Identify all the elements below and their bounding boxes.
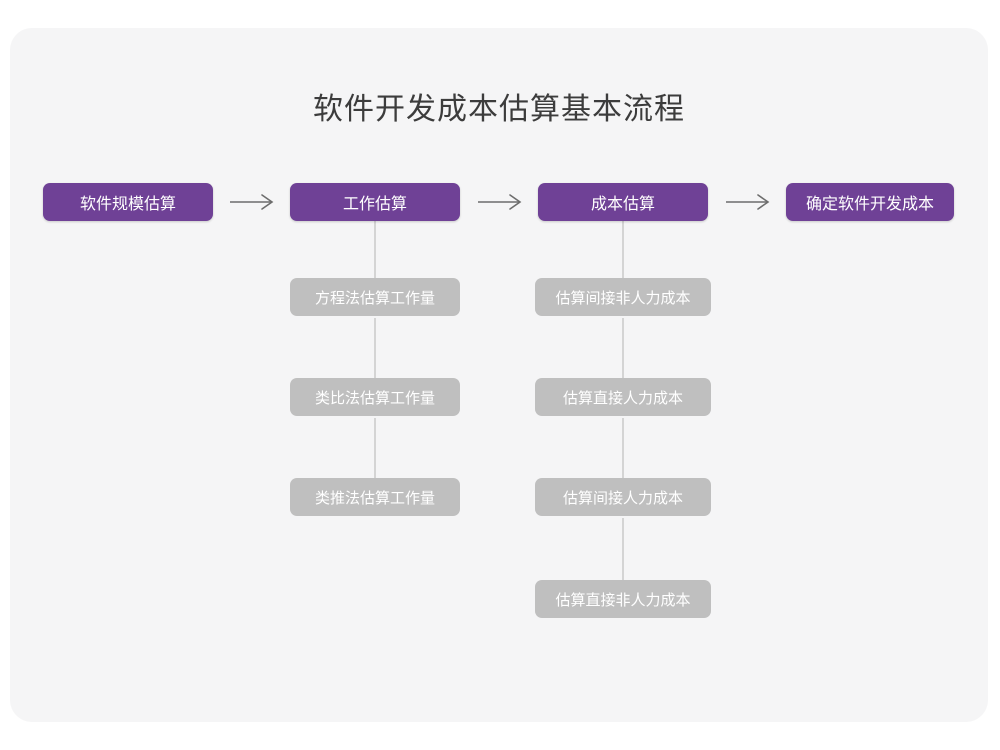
stage-node-cost-estimation[interactable]: 成本估算 xyxy=(538,183,708,221)
connector-work-1 xyxy=(374,218,376,308)
right-arrow-icon xyxy=(478,194,522,210)
substep-node-label: 估算间接人力成本 xyxy=(562,489,683,507)
substep-node-label: 估算直接非人力成本 xyxy=(555,591,691,609)
connector-work-3 xyxy=(374,418,376,508)
substep-node-work-2[interactable]: 类比法估算工作量 xyxy=(290,378,460,416)
substep-node-cost-3[interactable]: 估算间接人力成本 xyxy=(535,478,711,516)
stage-node-label: 工作估算 xyxy=(342,196,407,213)
substep-node-label: 类推法估算工作量 xyxy=(314,489,435,507)
arrow-stage2-to-stage3 xyxy=(476,189,528,215)
stage-node-label: 成本估算 xyxy=(590,196,655,213)
arrow-stage3-to-stage4 xyxy=(724,189,776,215)
substep-node-label: 估算间接非人力成本 xyxy=(555,289,691,307)
stage-node-label: 软件规模估算 xyxy=(79,196,176,213)
substep-node-label: 类比法估算工作量 xyxy=(314,389,435,407)
arrow-stage1-to-stage2 xyxy=(228,189,280,215)
stage-node-determine-development-cost[interactable]: 确定软件开发成本 xyxy=(786,183,954,221)
substep-node-work-1[interactable]: 方程法估算工作量 xyxy=(290,278,460,316)
connector-work-2 xyxy=(374,318,376,408)
connector-cost-3 xyxy=(622,418,624,508)
substep-node-work-3[interactable]: 类推法估算工作量 xyxy=(290,478,460,516)
connector-cost-4 xyxy=(622,518,624,610)
connector-cost-2 xyxy=(622,318,624,408)
substep-node-label: 估算直接人力成本 xyxy=(562,389,683,407)
connector-cost-1 xyxy=(622,218,624,308)
substep-node-cost-1[interactable]: 估算间接非人力成本 xyxy=(535,278,711,316)
right-arrow-icon xyxy=(726,194,770,210)
substep-node-cost-4[interactable]: 估算直接非人力成本 xyxy=(535,580,711,618)
stage-node-software-scale-estimation[interactable]: 软件规模估算 xyxy=(43,183,213,221)
stage-node-label: 确定软件开发成本 xyxy=(805,196,934,213)
substep-node-label: 方程法估算工作量 xyxy=(314,289,435,307)
substep-node-cost-2[interactable]: 估算直接人力成本 xyxy=(535,378,711,416)
diagram-card: 软件开发成本估算基本流程 软件规模估算 工作估算 成本估算 确定软件开发成本 xyxy=(10,28,988,722)
stage-node-work-estimation[interactable]: 工作估算 xyxy=(290,183,460,221)
right-arrow-icon xyxy=(230,194,274,210)
page-title: 软件开发成本估算基本流程 xyxy=(313,93,685,126)
